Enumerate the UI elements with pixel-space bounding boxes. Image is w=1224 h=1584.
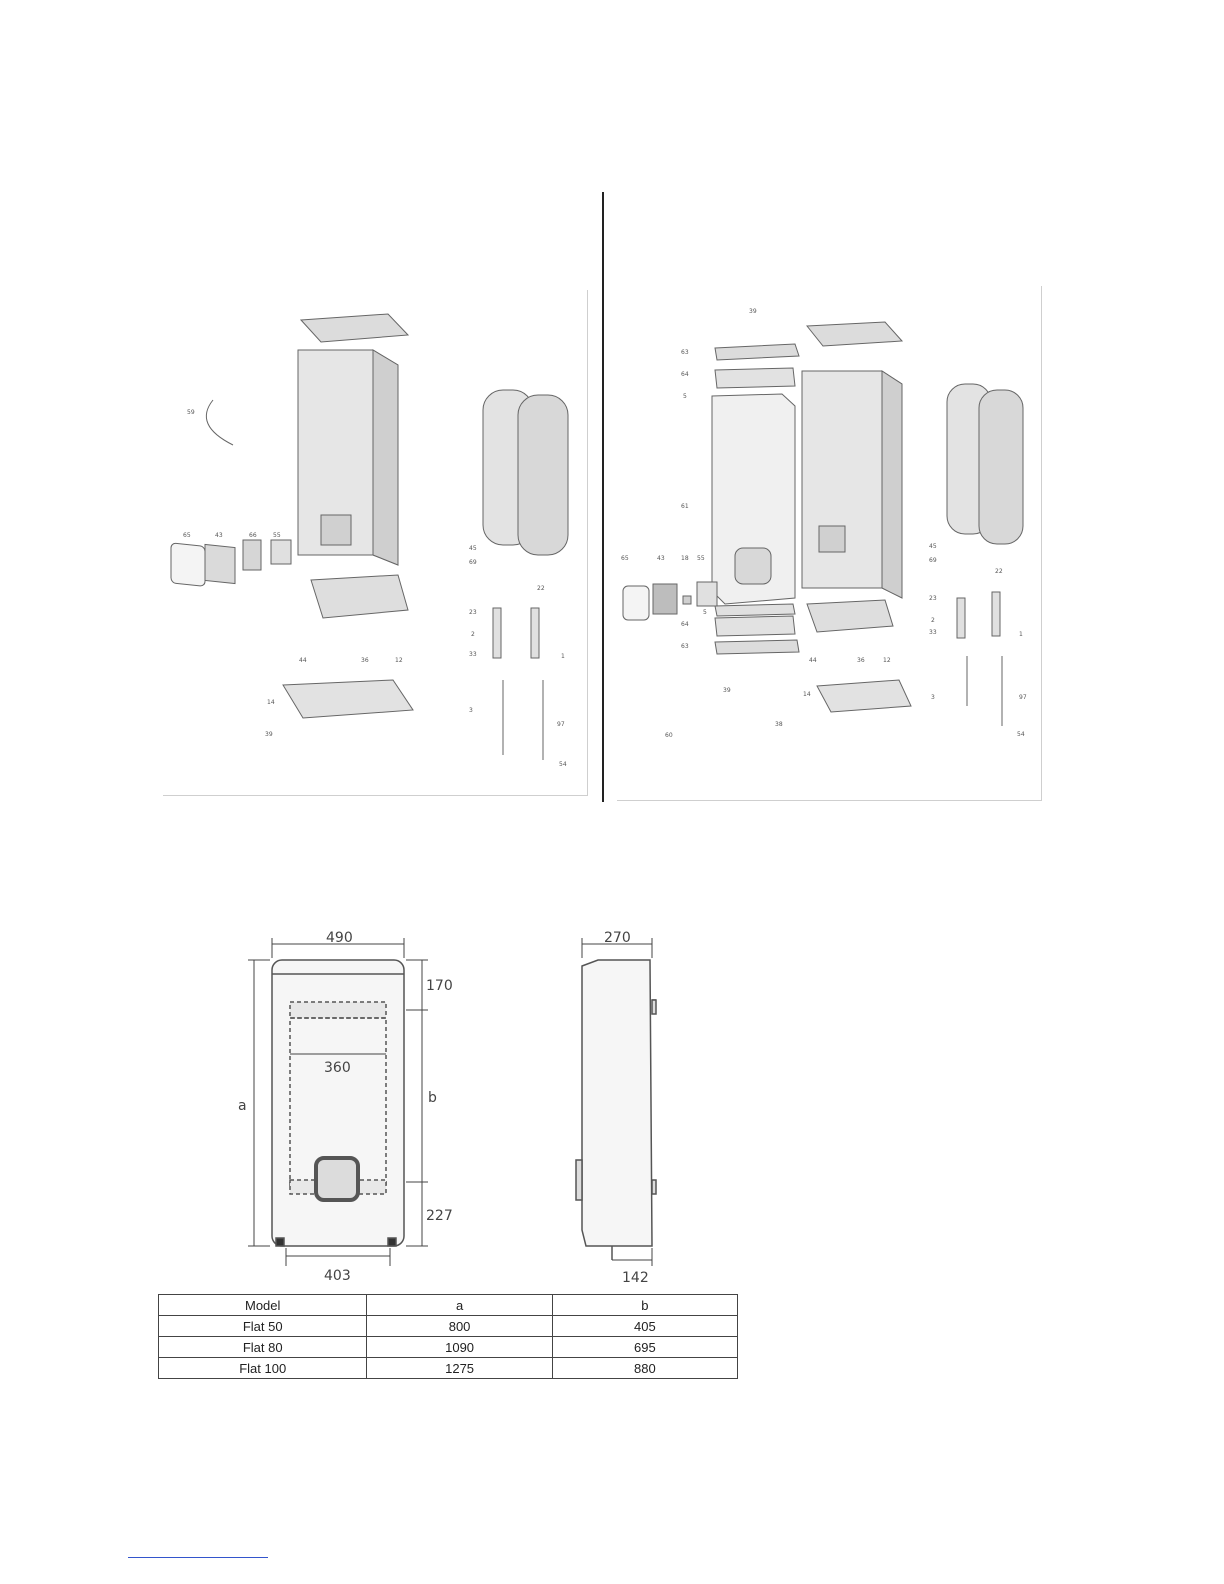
model-dimensions-table: Model a b Flat 50 800 405 Flat 80 1090 6…: [158, 1294, 738, 1379]
table-header-row: Model a b: [159, 1295, 738, 1316]
callout-label: 43: [215, 532, 223, 539]
callout-label: 60: [665, 732, 673, 739]
callout-label: 61: [681, 503, 689, 510]
exploded-view-left: 59 65 43 66 55 45 69 22 23 2 33 1 44 36 …: [163, 290, 588, 796]
callout-label: 23: [469, 609, 477, 616]
callout-label: 59: [187, 409, 195, 416]
callout-label: 97: [1019, 694, 1027, 701]
callout-label: 44: [809, 657, 817, 664]
callout-label: 5: [683, 393, 687, 400]
callout-label: 12: [395, 657, 403, 664]
callout-label: 55: [273, 532, 281, 539]
callout-label: 64: [681, 371, 689, 378]
table-cell: Flat 50: [159, 1316, 367, 1337]
callout-label: 22: [995, 568, 1003, 575]
callout-label: 1: [1019, 631, 1023, 638]
callout-label: 69: [469, 559, 477, 566]
callout-label: 38: [775, 721, 783, 728]
footnote-rule: [128, 1557, 268, 1558]
callout-label: 65: [183, 532, 191, 539]
table-cell: 405: [552, 1316, 737, 1337]
dimension-drawing: 490 270 170 360 a b 227 403 142: [220, 930, 680, 1290]
callout-label: 65: [621, 555, 629, 562]
callout-label: 3: [931, 694, 935, 701]
callout-label: 45: [469, 545, 477, 552]
table-header-cell: a: [367, 1295, 552, 1316]
callout-label: 2: [471, 631, 475, 638]
callout-label: 63: [681, 349, 689, 356]
callout-label: 39: [265, 731, 273, 738]
table-cell: 880: [552, 1358, 737, 1379]
table-cell: Flat 100: [159, 1358, 367, 1379]
callout-label: 54: [559, 761, 567, 768]
panel-divider: [602, 192, 604, 802]
callout-label: 69: [929, 557, 937, 564]
exploded-view-right: 39 63 64 5 61 65 43 18 55 45 69 22 23 2 …: [617, 286, 1042, 801]
dim-span-b: b: [428, 1090, 437, 1106]
callout-label: 1: [561, 653, 565, 660]
callout-label: 2: [931, 617, 935, 624]
dim-side-bottom: 142: [622, 1270, 649, 1286]
callout-label: 39: [723, 687, 731, 694]
table-header-cell: b: [552, 1295, 737, 1316]
callout-label: 36: [361, 657, 369, 664]
callout-label: 39: [749, 308, 757, 315]
callout-label: 33: [929, 629, 937, 636]
dim-width-top: 490: [326, 930, 353, 946]
exploded-diagram-left: 59 65 43 66 55 45 69 22 23 2 33 1 44 36 …: [163, 290, 587, 795]
table-cell: 1275: [367, 1358, 552, 1379]
callout-label: 63: [681, 643, 689, 650]
callout-label: 97: [557, 721, 565, 728]
callout-label: 33: [469, 651, 477, 658]
callout-label: 18: [681, 555, 689, 562]
callout-label: 3: [469, 707, 473, 714]
callout-label: 64: [681, 621, 689, 628]
table-cell: 800: [367, 1316, 552, 1337]
table-cell: Flat 80: [159, 1337, 367, 1358]
table-row: Flat 100 1275 880: [159, 1358, 738, 1379]
callout-label: 22: [537, 585, 545, 592]
callout-label: 66: [249, 532, 257, 539]
callout-label: 54: [1017, 731, 1025, 738]
table-row: Flat 80 1090 695: [159, 1337, 738, 1358]
table-row: Flat 50 800 405: [159, 1316, 738, 1337]
table-cell: 1090: [367, 1337, 552, 1358]
dim-top-offset: 170: [426, 978, 453, 994]
callout-label: 44: [299, 657, 307, 664]
callout-label: 55: [697, 555, 705, 562]
callout-label: 14: [267, 699, 275, 706]
dim-base-width: 403: [324, 1268, 351, 1284]
dim-bottom-offset: 227: [426, 1208, 453, 1224]
exploded-diagram-right: 39 63 64 5 61 65 43 18 55 45 69 22 23 2 …: [617, 286, 1041, 800]
callout-label: 5: [703, 609, 707, 616]
callout-label: 23: [929, 595, 937, 602]
dim-height-a: a: [238, 1098, 247, 1114]
dim-depth-top: 270: [604, 930, 631, 946]
table-cell: 695: [552, 1337, 737, 1358]
callout-label: 14: [803, 691, 811, 698]
callout-label: 12: [883, 657, 891, 664]
callout-label: 43: [657, 555, 665, 562]
callout-label: 45: [929, 543, 937, 550]
callout-label: 36: [857, 657, 865, 664]
table-header-cell: Model: [159, 1295, 367, 1316]
dim-bracket-width: 360: [324, 1060, 351, 1076]
